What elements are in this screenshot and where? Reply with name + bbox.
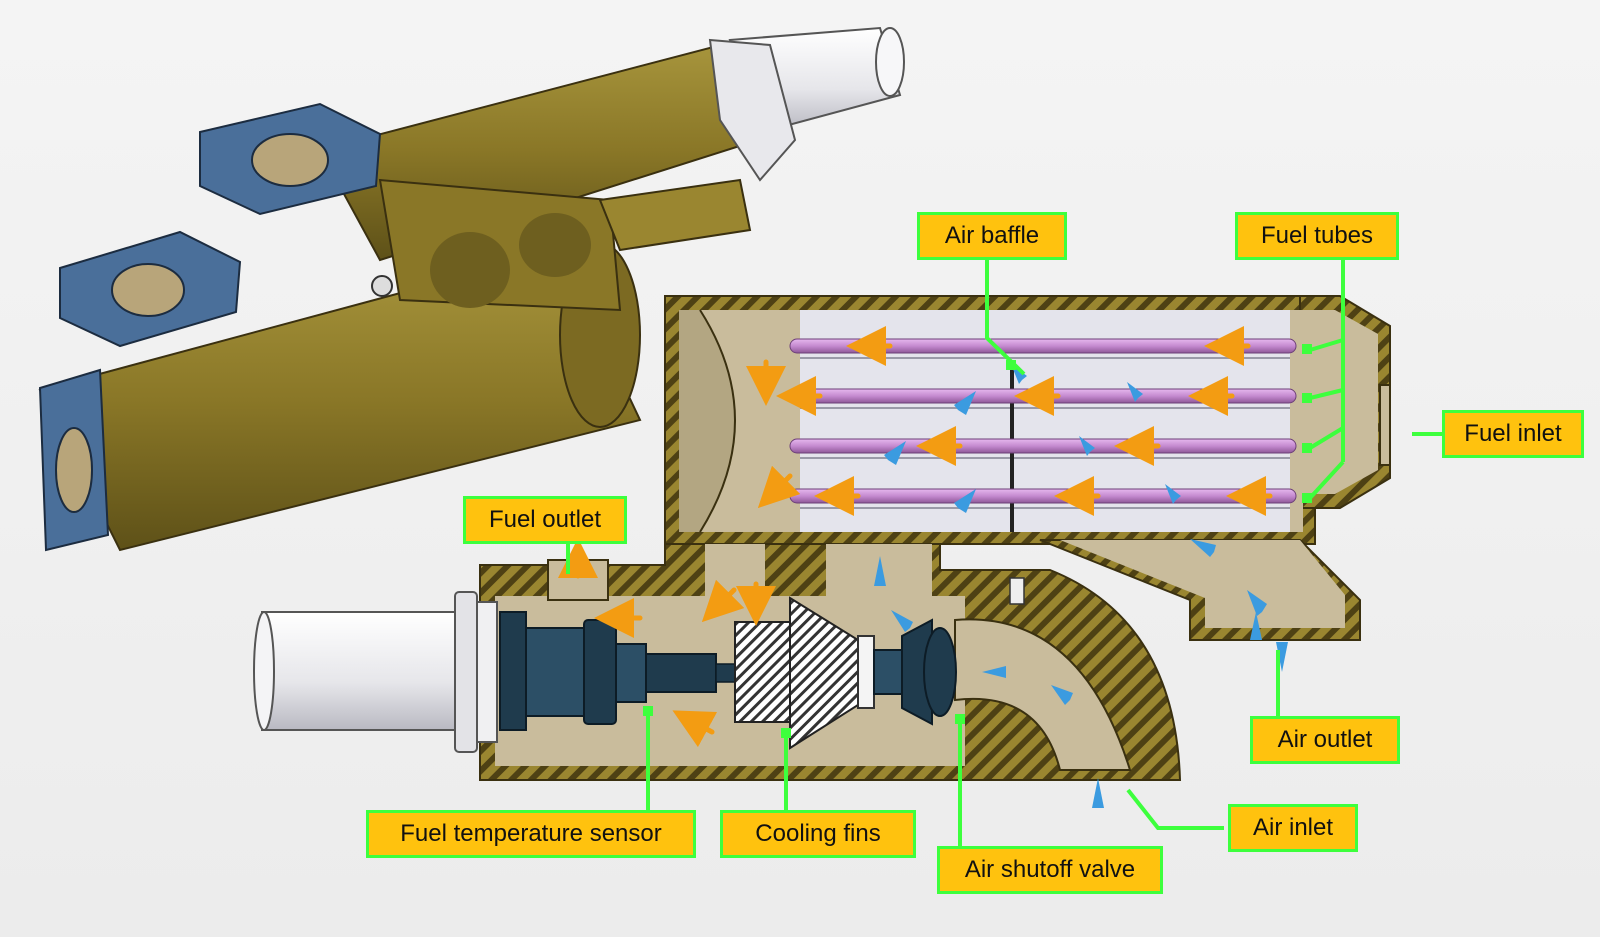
- callout-air-shutoff-valve: Air shutoff valve: [937, 846, 1163, 894]
- callout-fuel-outlet: Fuel outlet: [463, 496, 627, 544]
- callout-air-inlet: Air inlet: [1228, 804, 1358, 852]
- air-shutoff-valve: [857, 618, 957, 726]
- callout-air-baffle: Air baffle: [917, 212, 1067, 260]
- callout-fuel-tubes: Fuel tubes: [1235, 212, 1399, 260]
- air-flow-arrows: [874, 364, 1288, 808]
- callout-fuel-temperature-sensor: Fuel temperature sensor: [366, 810, 696, 858]
- leader-lines: [566, 258, 1442, 848]
- fuel-flow-arrows: [558, 326, 1273, 748]
- cooling-fins: [734, 596, 859, 750]
- exterior-view: [38, 26, 905, 552]
- leader-endpoints: [643, 344, 1312, 738]
- callout-fuel-inlet: Fuel inlet: [1442, 410, 1584, 458]
- fuel-temperature-sensor: [499, 611, 717, 731]
- callout-air-outlet: Air outlet: [1250, 716, 1400, 764]
- callout-cooling-fins: Cooling fins: [720, 810, 916, 858]
